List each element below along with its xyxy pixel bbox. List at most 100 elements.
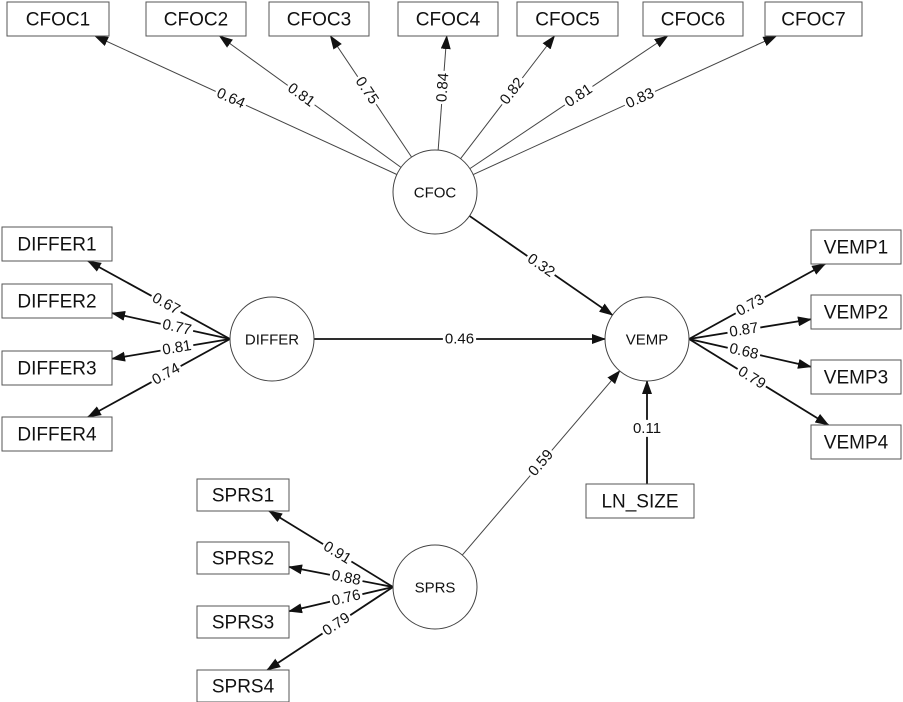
indicator-box (642, 1, 744, 37)
latent-label: SPRS (415, 580, 456, 597)
indicator-label: CFOC3 (287, 10, 351, 31)
sprs-loading-2: 0.88 (288, 564, 394, 590)
indicator-box (764, 1, 863, 37)
cfoc-loading-6-label-bg (560, 79, 598, 113)
indicator-differ2: DIFFER3 (1, 350, 113, 386)
cfoc-loading-7-label-bg (621, 83, 659, 113)
differ-loading-2: 0.77 (111, 310, 231, 340)
cfoc-loading-4: 0.84 (433, 35, 453, 151)
indicator-label: CFOC1 (26, 10, 90, 31)
cfoc-loading-7: 0.83 (472, 35, 778, 175)
indicator-cfoc3: CFOC4 (397, 1, 499, 37)
indicator-lnsize: LN_SIZE (585, 483, 695, 519)
indicator-cfoc0: CFOC1 (6, 1, 110, 37)
path-lnsize-vemp-label: 0.11 (633, 420, 661, 437)
indicator-box (196, 541, 290, 575)
indicator-cfoc4: CFOC5 (516, 1, 619, 37)
indicator-sprs3: SPRS4 (196, 669, 290, 702)
path-sprs-vemp-label-bg (523, 444, 559, 482)
latent-label: DIFFER (245, 332, 299, 349)
indicator-box (196, 605, 290, 639)
indicator-box (1, 283, 113, 319)
latent-sprs: SPRS (392, 544, 478, 630)
cfoc-loading-5: 0.82 (460, 35, 556, 159)
indicator-vemp1: VEMP2 (810, 294, 902, 330)
indicator-box (1, 226, 113, 262)
cfoc-loading-2-label-bg (282, 78, 320, 112)
cfoc-loading-5-label-bg (495, 72, 530, 110)
cfoc-loading-1: 0.64 (94, 35, 398, 175)
indicator-cfoc2: CFOC3 (268, 1, 370, 37)
latent-differ: DIFFER (229, 296, 315, 382)
indicator-box (810, 359, 902, 395)
sprs-loading-2-label-bg (328, 566, 365, 590)
indicator-label: CFOC6 (661, 10, 725, 31)
path-sprs-vemp: 0.59 (461, 370, 621, 556)
path-differ-vemp-label: 0.46 (445, 331, 474, 348)
path-cfoc-vemp-label-bg (522, 249, 560, 282)
differ-loading-1-label-bg (147, 288, 185, 320)
indicator-differ0: DIFFER1 (1, 226, 113, 262)
indicator-label: CFOC7 (781, 10, 845, 31)
path-differ-vemp: 0.46 (314, 330, 606, 348)
latent-circle (392, 149, 478, 235)
cfoc-loading-1-label-bg (212, 83, 250, 113)
vemp-loading-3: 0.68 (688, 338, 812, 369)
vemp-loading-3-label: 0.68 (728, 340, 760, 363)
indicator-label: CFOC4 (416, 10, 481, 31)
path-differ-vemp-label-bg (442, 330, 477, 348)
indicator-box (196, 669, 290, 702)
indicator-vemp3: VEMP4 (810, 424, 902, 460)
vemp-loading-2-label: 0.87 (728, 319, 760, 340)
indicator-label: CFOC5 (535, 10, 599, 31)
latent-circle (604, 296, 690, 382)
indicator-box (1, 416, 113, 452)
indicator-label: SPRS1 (212, 486, 274, 507)
vemp-loading-1-label-bg (731, 289, 769, 321)
indicator-cfoc6: CFOC7 (764, 1, 863, 37)
latent-vemp: VEMP (604, 296, 690, 382)
indicator-vemp2: VEMP3 (810, 359, 902, 395)
indicator-box (516, 1, 619, 37)
sprs-loading-4-label-bg (317, 608, 355, 641)
cfoc-loading-3-label-bg (350, 72, 384, 110)
indicator-box (196, 478, 290, 512)
latent-circle (392, 544, 478, 630)
vemp-loading-2-label-bg (726, 319, 762, 342)
indicator-label: SPRS4 (212, 677, 275, 698)
latent-label: CFOC (414, 185, 457, 202)
sprs-loading-2-label: 0.88 (330, 567, 362, 589)
indicator-label: VEMP1 (824, 238, 888, 259)
sprs-loading-1: 0.91 (268, 510, 394, 588)
indicator-vemp0: VEMP1 (810, 229, 902, 265)
indicator-sprs1: SPRS2 (196, 541, 290, 575)
indicator-label: SPRS3 (212, 613, 274, 634)
vemp-loading-4-label-bg (733, 361, 771, 394)
indicator-label: VEMP3 (824, 368, 888, 389)
cfoc-loading-3: 0.75 (329, 35, 413, 158)
sprs-loading-1-label-bg (318, 536, 356, 569)
sprs-loading-3-label-bg (328, 585, 365, 610)
indicator-box (268, 1, 370, 37)
indicator-differ1: DIFFER2 (1, 283, 113, 319)
indicator-label: LN_SIZE (601, 492, 678, 513)
indicator-box (1, 350, 113, 386)
indicator-label: VEMP4 (824, 433, 889, 454)
indicator-box (810, 294, 902, 330)
cfoc-loading-1-line (94, 35, 398, 175)
indicator-label: VEMP2 (824, 303, 888, 324)
latent-cfoc: CFOC (392, 149, 478, 235)
vemp-loading-3-label-bg (725, 339, 762, 364)
vemp-loading-2: 0.87 (688, 316, 812, 342)
latent-circle (229, 296, 315, 382)
indicator-box (810, 424, 902, 460)
indicator-box (6, 1, 110, 37)
sprs-loading-3: 0.76 (288, 585, 394, 614)
cfoc-loading-4-label: 0.84 (433, 72, 452, 102)
indicator-sprs2: SPRS3 (196, 605, 290, 639)
path-lnsize-vemp-label-bg (630, 419, 664, 437)
sprs-loading-3-label: 0.76 (330, 586, 362, 609)
cfoc-loading-4-label-bg (433, 70, 453, 105)
